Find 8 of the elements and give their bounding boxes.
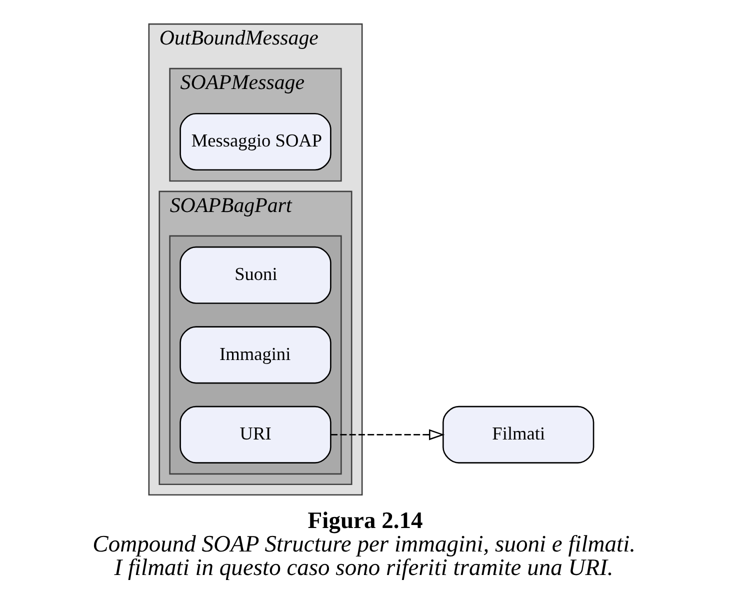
node-box: URI xyxy=(180,406,332,464)
node-box: Suoni xyxy=(180,246,332,304)
node-box: Messaggio SOAP xyxy=(180,113,332,171)
node-box: Filmati xyxy=(442,406,594,464)
cluster xyxy=(169,235,342,475)
diagram-title: Figura 2.14 xyxy=(308,508,423,534)
arrow xyxy=(331,429,445,440)
node-box: Immagini xyxy=(180,326,332,384)
